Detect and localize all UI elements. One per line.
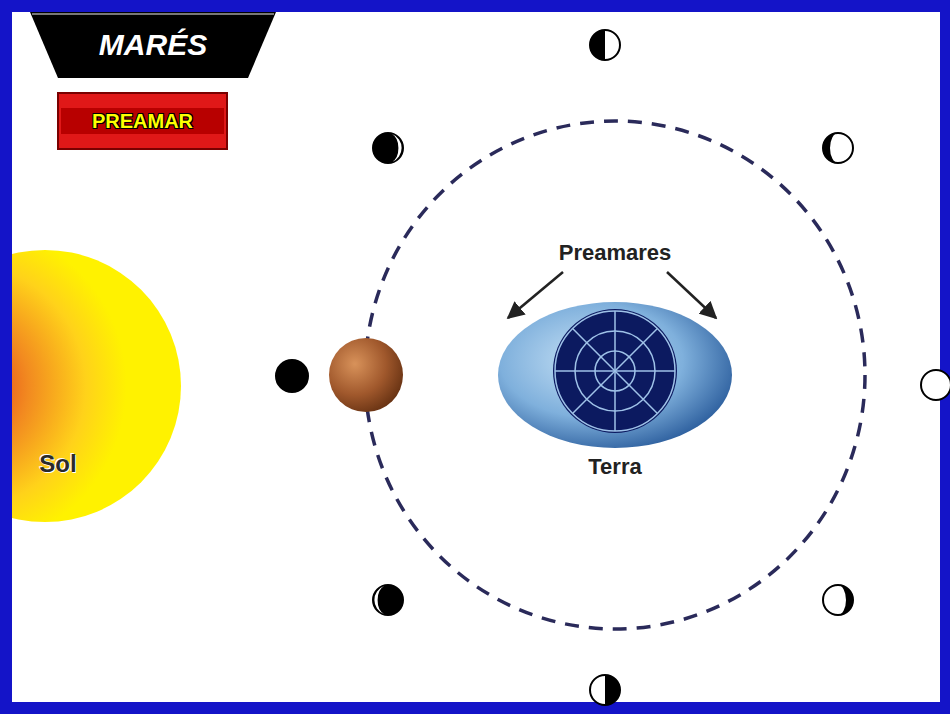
sun: Sol <box>12 250 184 522</box>
sun-shape <box>12 250 181 522</box>
earth: Terra <box>495 300 735 486</box>
moon <box>329 338 403 412</box>
node-label: PREAMAR <box>92 110 193 133</box>
node-label: Terra <box>588 454 641 480</box>
earth-water <box>498 302 732 448</box>
tide-label: Preamares <box>495 240 735 266</box>
leader-arrow <box>508 272 563 318</box>
leader-arrow <box>667 272 716 318</box>
phase-box: PREAMAR <box>57 92 228 150</box>
moon-orbit <box>365 121 865 629</box>
box-shape <box>58 93 227 149</box>
moon-phases <box>276 30 950 705</box>
node-label: Sol <box>39 450 76 478</box>
node-label: MARÉS <box>99 28 207 62</box>
title-tab: MARÉS <box>30 12 276 78</box>
tab-shape <box>30 12 276 78</box>
sun-outline <box>12 250 184 522</box>
